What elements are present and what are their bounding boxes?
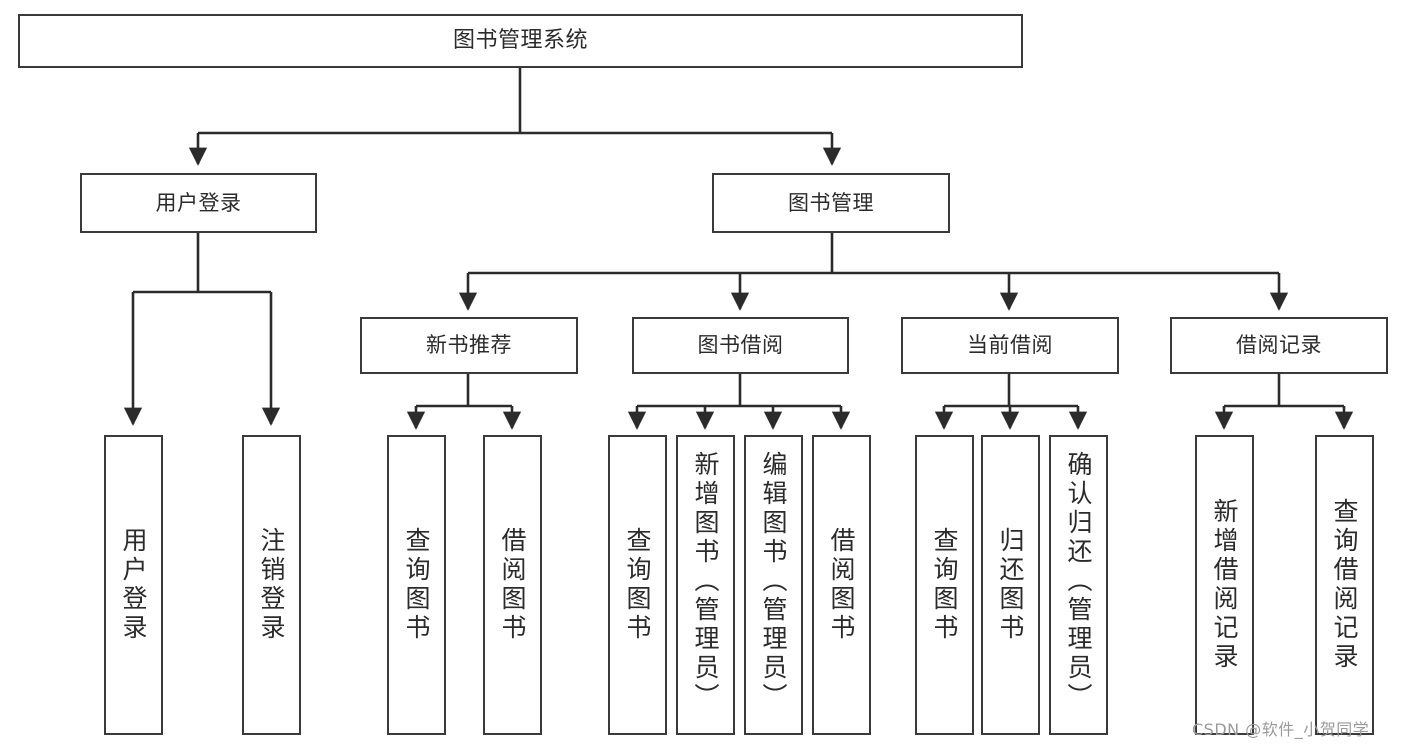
node-label: 用户登录	[155, 190, 242, 215]
leaf-logout-login[interactable]: 注销登录	[242, 435, 301, 735]
leaf-query-book-recommend[interactable]: 查询图书	[387, 435, 446, 735]
leaf-add-borrow-record[interactable]: 新增借阅记录	[1195, 435, 1254, 735]
node-label: 查询图书	[930, 527, 959, 643]
node-label: 新增图书（管理员）	[691, 451, 720, 712]
node-label: 借阅记录	[1236, 333, 1322, 358]
node-label: 借阅图书	[827, 527, 856, 643]
node-label: 用户登录	[119, 527, 148, 643]
leaf-query-book-borrow[interactable]: 查询图书	[608, 435, 667, 735]
node-user-login[interactable]: 用户登录	[80, 173, 317, 233]
node-label: 新书推荐	[426, 333, 512, 358]
node-book-management-system[interactable]: 图书管理系统	[18, 14, 1023, 68]
node-book-management[interactable]: 图书管理	[712, 173, 950, 233]
node-label: 确认归还（管理员）	[1064, 451, 1093, 712]
node-current-borrow[interactable]: 当前借阅	[901, 317, 1119, 374]
node-label: 当前借阅	[967, 333, 1053, 358]
node-label: 编辑图书（管理员）	[759, 451, 788, 712]
node-book-borrow[interactable]: 图书借阅	[632, 317, 849, 374]
node-label: 归还图书	[996, 527, 1025, 643]
node-label: 注销登录	[257, 527, 286, 643]
leaf-query-book-current[interactable]: 查询图书	[915, 435, 974, 735]
leaf-edit-book-admin[interactable]: 编辑图书（管理员）	[744, 435, 803, 735]
leaf-user-login[interactable]: 用户登录	[104, 435, 163, 735]
node-label: 查询图书	[623, 527, 652, 643]
node-label: 新增借阅记录	[1210, 498, 1239, 672]
node-new-book-recommend[interactable]: 新书推荐	[360, 317, 578, 374]
node-label: 借阅图书	[498, 527, 527, 643]
leaf-confirm-return-admin[interactable]: 确认归还（管理员）	[1049, 435, 1108, 735]
node-label: 查询借阅记录	[1330, 498, 1359, 672]
leaf-return-book[interactable]: 归还图书	[981, 435, 1040, 735]
node-label: 查询图书	[402, 527, 431, 643]
node-borrow-record[interactable]: 借阅记录	[1170, 317, 1388, 374]
leaf-query-borrow-record[interactable]: 查询借阅记录	[1315, 435, 1374, 735]
leaf-borrow-book-borrow[interactable]: 借阅图书	[812, 435, 871, 735]
node-label: 图书管理系统	[452, 28, 588, 54]
leaf-borrow-book-recommend[interactable]: 借阅图书	[483, 435, 542, 735]
csdn-watermark: CSDN @软件_小贺同学	[1192, 720, 1370, 739]
node-label: 图书管理	[788, 190, 874, 215]
node-label: 图书借阅	[697, 333, 784, 358]
leaf-add-book-admin[interactable]: 新增图书（管理员）	[676, 435, 735, 735]
